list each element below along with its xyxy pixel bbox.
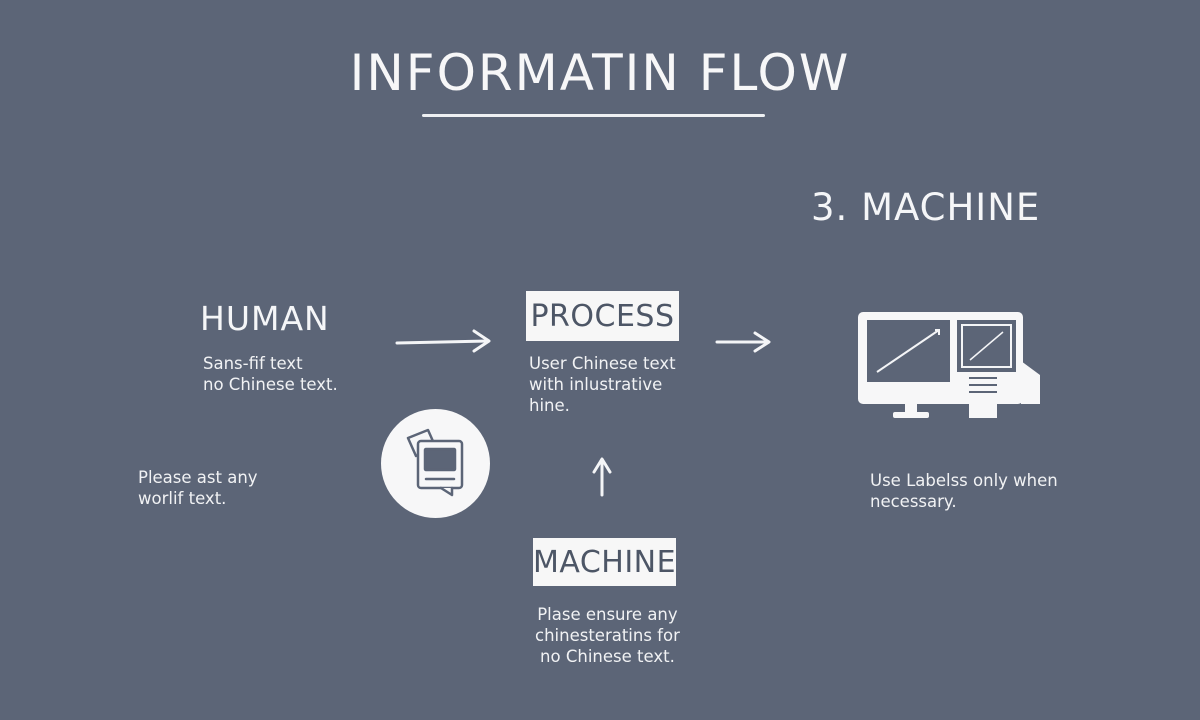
arrow-human-to-process	[395, 329, 491, 353]
machine-box: MACHINE	[533, 538, 676, 586]
page-title: INFORMATIN FLOW	[349, 44, 851, 102]
process-box: PROCESS	[526, 291, 679, 341]
left-note: Please ast any worlif text.	[138, 468, 258, 508]
human-note: Sans-fif text no Chinese text.	[203, 354, 338, 394]
human-title: HUMAN	[200, 299, 330, 338]
document-circle	[381, 409, 490, 518]
machine-3-title: 3. MACHINE	[811, 186, 1041, 229]
title-underline	[422, 114, 765, 117]
arrow-machine-to-process	[592, 457, 612, 497]
machine-note: Plase ensure any chinesteratins for no C…	[535, 605, 680, 666]
arrow-process-to-machine	[715, 331, 771, 353]
machine-title: MACHINE	[532, 544, 677, 580]
process-note: User Chinese text with inlustrative hine…	[529, 354, 676, 415]
right-note: Use Labelss only when necessary.	[870, 471, 1058, 511]
process-title: PROCESS	[530, 298, 675, 334]
computer-icon	[858, 312, 1040, 418]
